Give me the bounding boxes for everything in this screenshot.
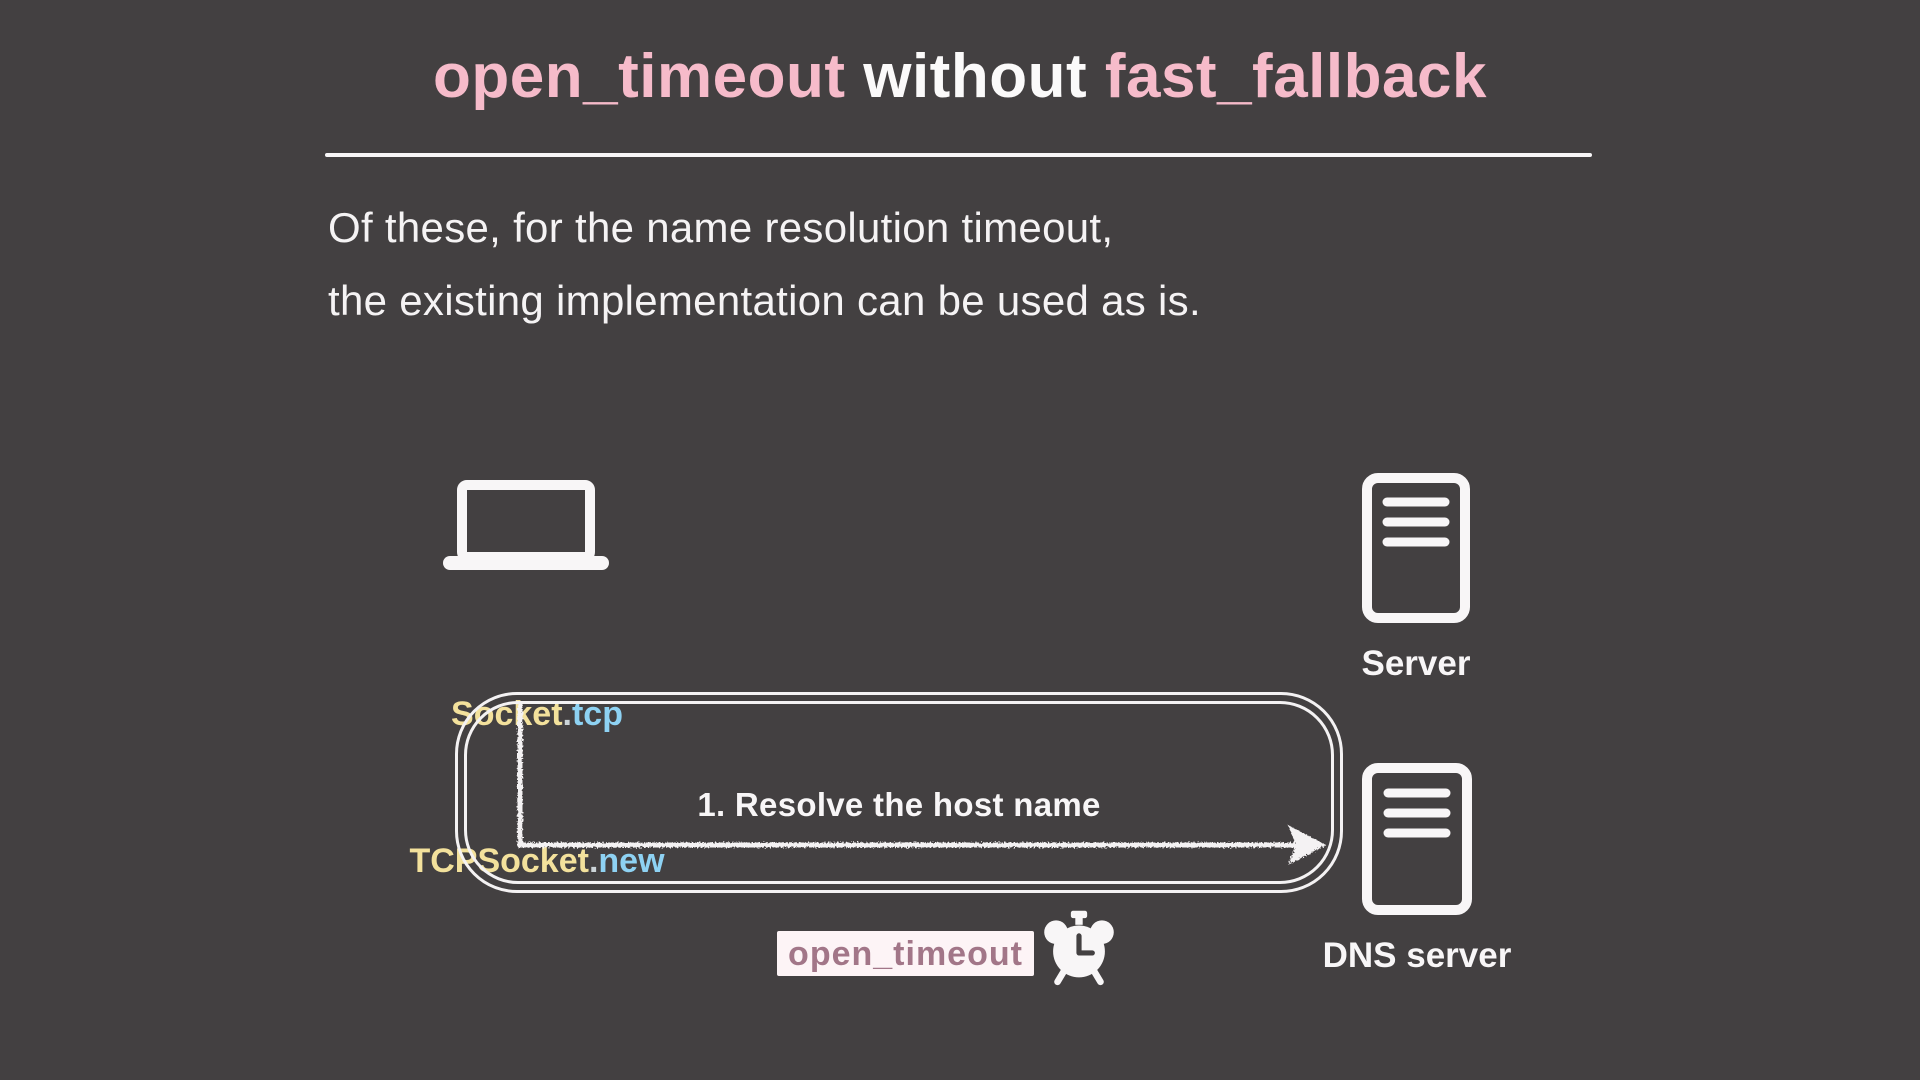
code-token: . [562, 695, 572, 733]
code-token: new [598, 842, 665, 880]
server-group: Server [1316, 473, 1516, 684]
open-timeout-badge: open_timeout [777, 931, 1034, 976]
intro-line-1: Of these, for the name resolution timeou… [328, 204, 1114, 251]
title-segment-open-timeout: open_timeout [433, 42, 846, 111]
dns-server-icon [1362, 763, 1472, 915]
intro-line-2: the existing implementation can be used … [328, 277, 1201, 324]
sequence-frame [455, 692, 1343, 893]
dns-server-group: DNS server [1317, 763, 1517, 976]
server-icon [1362, 473, 1470, 623]
intro-text: Of these, for the name resolution timeou… [328, 191, 1201, 337]
page-title: open_timeout without fast_fallback [0, 42, 1920, 112]
title-segment-fast-fallback: fast_fallback [1104, 42, 1487, 111]
step-label: 1. Resolve the host name [697, 786, 1101, 823]
dns-server-label: DNS server [1322, 936, 1512, 975]
alarm-clock-icon [1044, 910, 1114, 986]
title-segment-without: without [845, 42, 1105, 111]
code-token: . [588, 842, 599, 880]
laptop-icon [443, 480, 609, 570]
server-label: Server [1361, 644, 1471, 683]
title-underline [325, 153, 1592, 157]
sequence-frame-inner [464, 701, 1334, 884]
resolve-arrow [517, 702, 1326, 865]
